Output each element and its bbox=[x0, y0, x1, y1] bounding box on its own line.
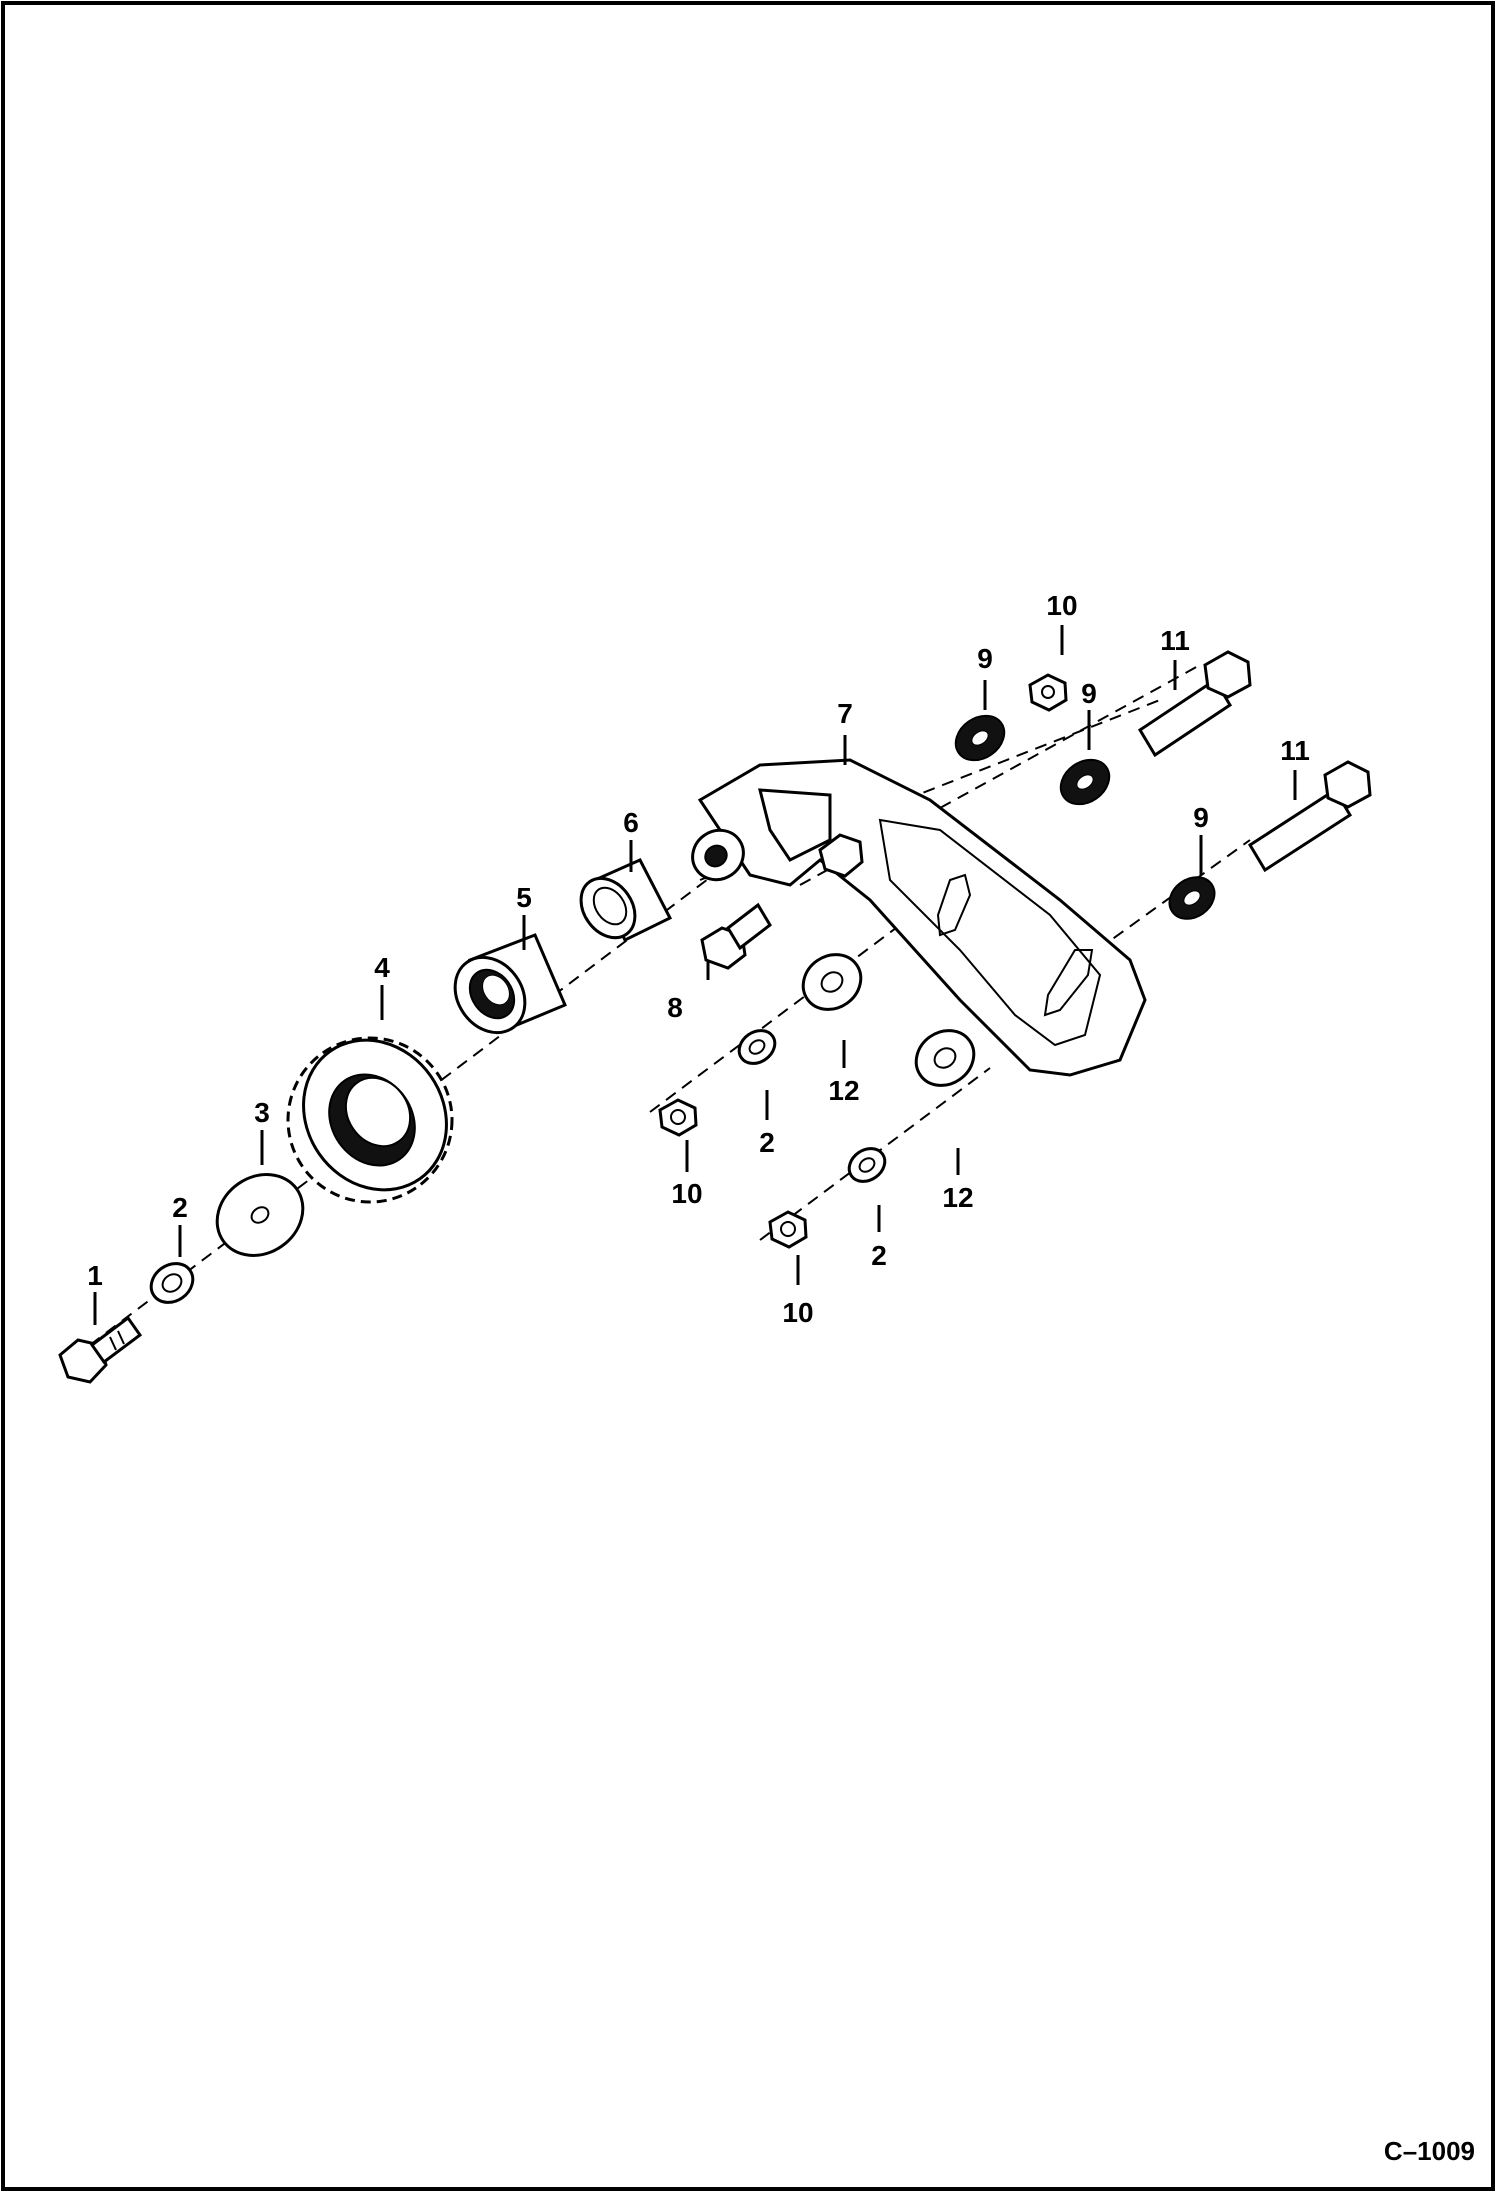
part-12-flat-washers bbox=[801, 953, 976, 1087]
callout-9: 9 bbox=[977, 643, 993, 674]
callout-3: 3 bbox=[254, 1097, 270, 1128]
callout-5: 5 bbox=[516, 882, 532, 913]
part-7-mounting-bracket bbox=[691, 758, 1147, 1077]
part-1-hex-bolt bbox=[58, 1315, 143, 1384]
callout-4: 4 bbox=[374, 952, 390, 983]
callout-2: 2 bbox=[871, 1240, 887, 1271]
part-8-cap-screw bbox=[700, 902, 772, 970]
part-2-lock-washer bbox=[149, 1262, 195, 1304]
part-5-bearing bbox=[453, 933, 567, 1035]
callout-10: 10 bbox=[671, 1178, 702, 1209]
callout-11: 11 bbox=[1160, 625, 1190, 656]
callout-1: 1 bbox=[87, 1260, 103, 1291]
part-9-washers bbox=[954, 714, 1216, 920]
callout-10: 10 bbox=[1046, 590, 1077, 621]
callout-12: 12 bbox=[828, 1075, 859, 1106]
part-11-long-bolts bbox=[1137, 650, 1372, 873]
part-6-bushing bbox=[579, 858, 673, 943]
callout-7: 7 bbox=[837, 698, 853, 729]
callout-labels: 1 2 3 4 5 6 7 8 9 9 9 10 10 10 11 11 12 … bbox=[87, 590, 1310, 1328]
callout-10: 10 bbox=[782, 1297, 813, 1328]
callout-12: 12 bbox=[942, 1182, 973, 1213]
callout-9: 9 bbox=[1081, 678, 1097, 709]
callout-6: 6 bbox=[623, 807, 639, 838]
part-2-lock-washers-middle bbox=[737, 1029, 887, 1183]
part-4-sprocket bbox=[286, 1036, 454, 1204]
callout-2: 2 bbox=[172, 1192, 188, 1223]
callout-9: 9 bbox=[1193, 802, 1209, 833]
part-3-flat-washer bbox=[215, 1173, 305, 1257]
figure-code: C–1009 bbox=[1384, 2136, 1475, 2166]
callout-11: 11 bbox=[1280, 735, 1310, 766]
callout-8: 8 bbox=[667, 992, 683, 1023]
leader-lines bbox=[93, 625, 1297, 1325]
part-10-nuts bbox=[658, 673, 1068, 1249]
callout-2: 2 bbox=[759, 1127, 775, 1158]
